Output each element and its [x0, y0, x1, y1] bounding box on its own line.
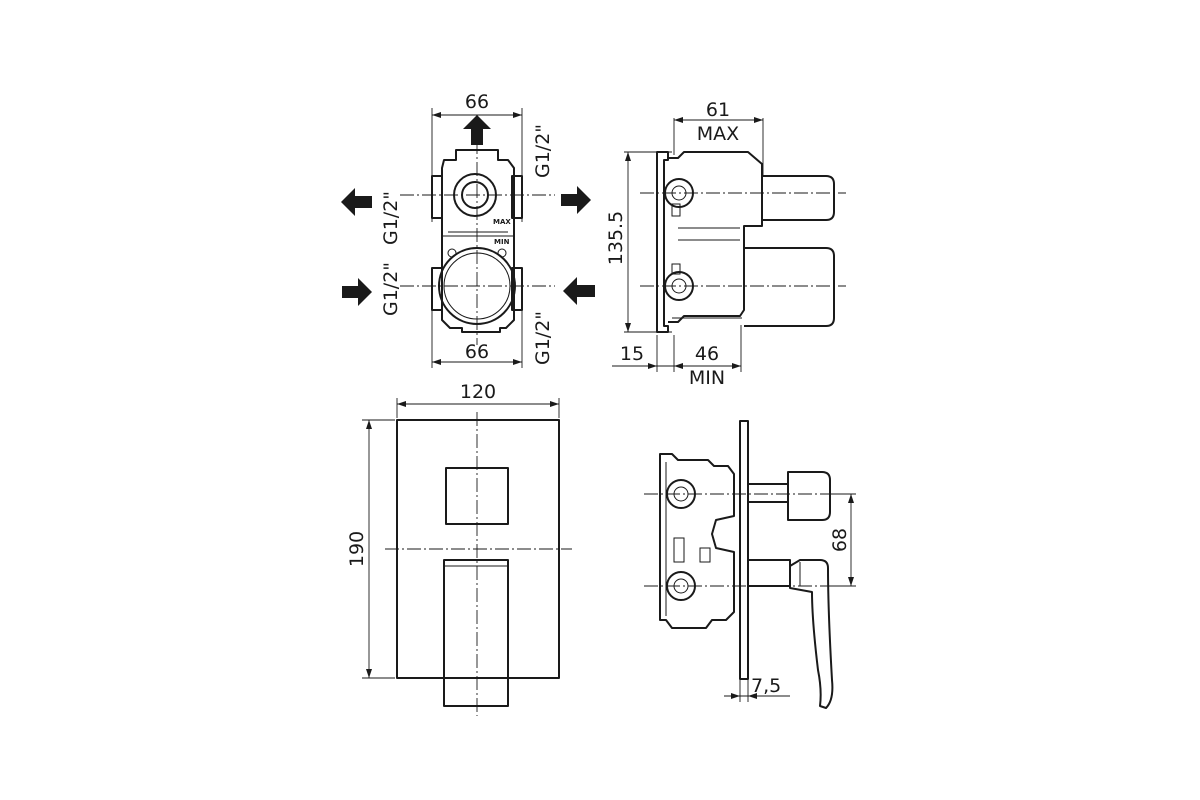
marking-min: MIN	[494, 238, 510, 246]
thread-bottom-right: G1/2"	[532, 311, 554, 365]
label-min: MIN	[689, 367, 725, 389]
body-front-view: 66 66 MAX MIN G1/2" G1/2"	[341, 91, 595, 368]
arrow-icon	[342, 278, 372, 306]
dim-side-depth-max: 61	[706, 99, 730, 121]
dim-side-depth-min: 46	[695, 343, 719, 365]
arrow-icon	[561, 186, 591, 214]
thread-left-lower: G1/2"	[380, 262, 402, 316]
arrow-icon	[341, 188, 372, 216]
assembly-side-view: 68 7,5	[644, 420, 856, 709]
thread-left-upper: G1/2"	[380, 191, 402, 245]
dim-side-height: 135.5	[605, 211, 627, 265]
label-max: MAX	[697, 123, 739, 145]
thread-top-right: G1/2"	[532, 124, 554, 178]
marking-max: MAX	[493, 218, 511, 226]
body-side-view: 61 MAX 135.5 15 46 MIN	[605, 99, 846, 389]
dim-front-width-bottom: 66	[465, 341, 489, 363]
dim-side-offset: 15	[620, 343, 644, 365]
arrow-icon	[463, 115, 491, 145]
dim-handle-spacing: 68	[829, 528, 851, 552]
dim-plate-width: 120	[460, 381, 496, 403]
plate-front-view: 120 190	[346, 381, 572, 716]
dim-plate-height: 190	[346, 531, 368, 567]
arrow-icon	[563, 277, 595, 305]
dim-plate-thickness: 7,5	[751, 675, 781, 697]
dim-front-width-top: 66	[465, 91, 489, 113]
